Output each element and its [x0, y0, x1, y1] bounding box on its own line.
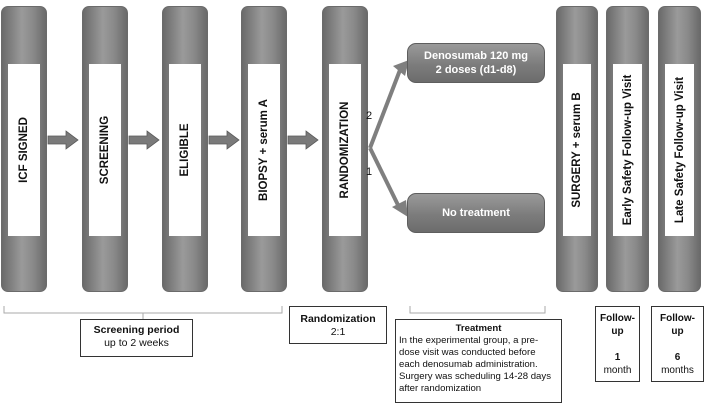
treatment-box: Treatment In the experimental group, a p… — [395, 319, 562, 403]
arrow-right-icon — [47, 130, 79, 150]
step-label-panel: SCREENING — [89, 64, 121, 236]
arrow-right-icon — [287, 130, 319, 150]
followup-1-number: 1 — [614, 352, 621, 363]
screening-bracket — [3, 306, 283, 314]
followup-6-number: 6 — [674, 352, 681, 363]
branch-upper-arrowhead — [393, 60, 409, 76]
ratio-lower-label: 1 — [366, 166, 373, 178]
step-icf-signed: ICF SIGNED — [1, 6, 47, 292]
branch-lower-arrowhead — [392, 200, 408, 217]
branch-upper-arrow — [368, 69, 402, 149]
step-label-panel: SURGERY + serum B — [563, 64, 591, 236]
followup-6-unit: months — [661, 365, 694, 376]
denosumab-dose: Denosumab 120 mg — [424, 50, 528, 62]
followup-6-box: Follow- up 6 months — [651, 306, 704, 382]
randomization-box: Randomization 2:1 — [289, 306, 387, 344]
screening-period-box: Screening period up to 2 weeks — [80, 319, 193, 357]
step-late-followup: Late Safety Follow-up Visit — [658, 6, 701, 292]
treatment-description: In the experimental group, a pre-dose vi… — [399, 335, 551, 394]
step-early-followup: Early Safety Follow-up Visit — [606, 6, 649, 292]
followup-1-unit: month — [603, 365, 632, 376]
screening-period-title: Screening period — [93, 324, 180, 336]
randomization-title: Randomization — [300, 313, 376, 325]
randomization-ratio: 2:1 — [330, 326, 346, 338]
step-label-panel: ICF SIGNED — [8, 64, 40, 236]
step-label-panel: BIOPSY + serum A — [248, 64, 280, 236]
step-label-panel: Late Safety Follow-up Visit — [665, 64, 694, 236]
treatment-bracket — [409, 306, 546, 314]
step-label-panel: Early Safety Follow-up Visit — [613, 64, 642, 236]
denosumab-schedule: 2 doses (d1-d8) — [435, 64, 517, 76]
step-biopsy: BIOPSY + serum A — [241, 6, 287, 292]
step-surgery: SURGERY + serum B — [556, 6, 598, 292]
branch-lower-arrow — [368, 147, 400, 206]
step-screening: SCREENING — [82, 6, 128, 292]
followup-6-title-b: up — [671, 326, 684, 337]
screening-period-duration: up to 2 weeks — [104, 337, 169, 349]
followup-1-title-b: up — [611, 326, 624, 337]
step-label-panel: ELIGIBLE — [169, 64, 201, 236]
step-randomization: RANDOMIZATION — [322, 6, 368, 292]
step-label-panel: RANDOMIZATION — [329, 64, 361, 236]
denosumab-box: Denosumab 120 mg 2 doses (d1-d8) — [407, 43, 545, 83]
followup-1-title-a: Follow- — [600, 313, 635, 324]
treatment-title: Treatment — [455, 323, 502, 334]
ratio-upper-label: 2 — [366, 110, 373, 122]
step-eligible: ELIGIBLE — [162, 6, 208, 292]
followup-6-title-a: Follow- — [660, 313, 695, 324]
arrow-right-icon — [128, 130, 160, 150]
no-treatment-box: No treatment — [407, 193, 545, 233]
followup-1-box: Follow- up 1 month — [595, 306, 640, 382]
no-treatment-label: No treatment — [442, 207, 510, 219]
arrow-right-icon — [208, 130, 240, 150]
